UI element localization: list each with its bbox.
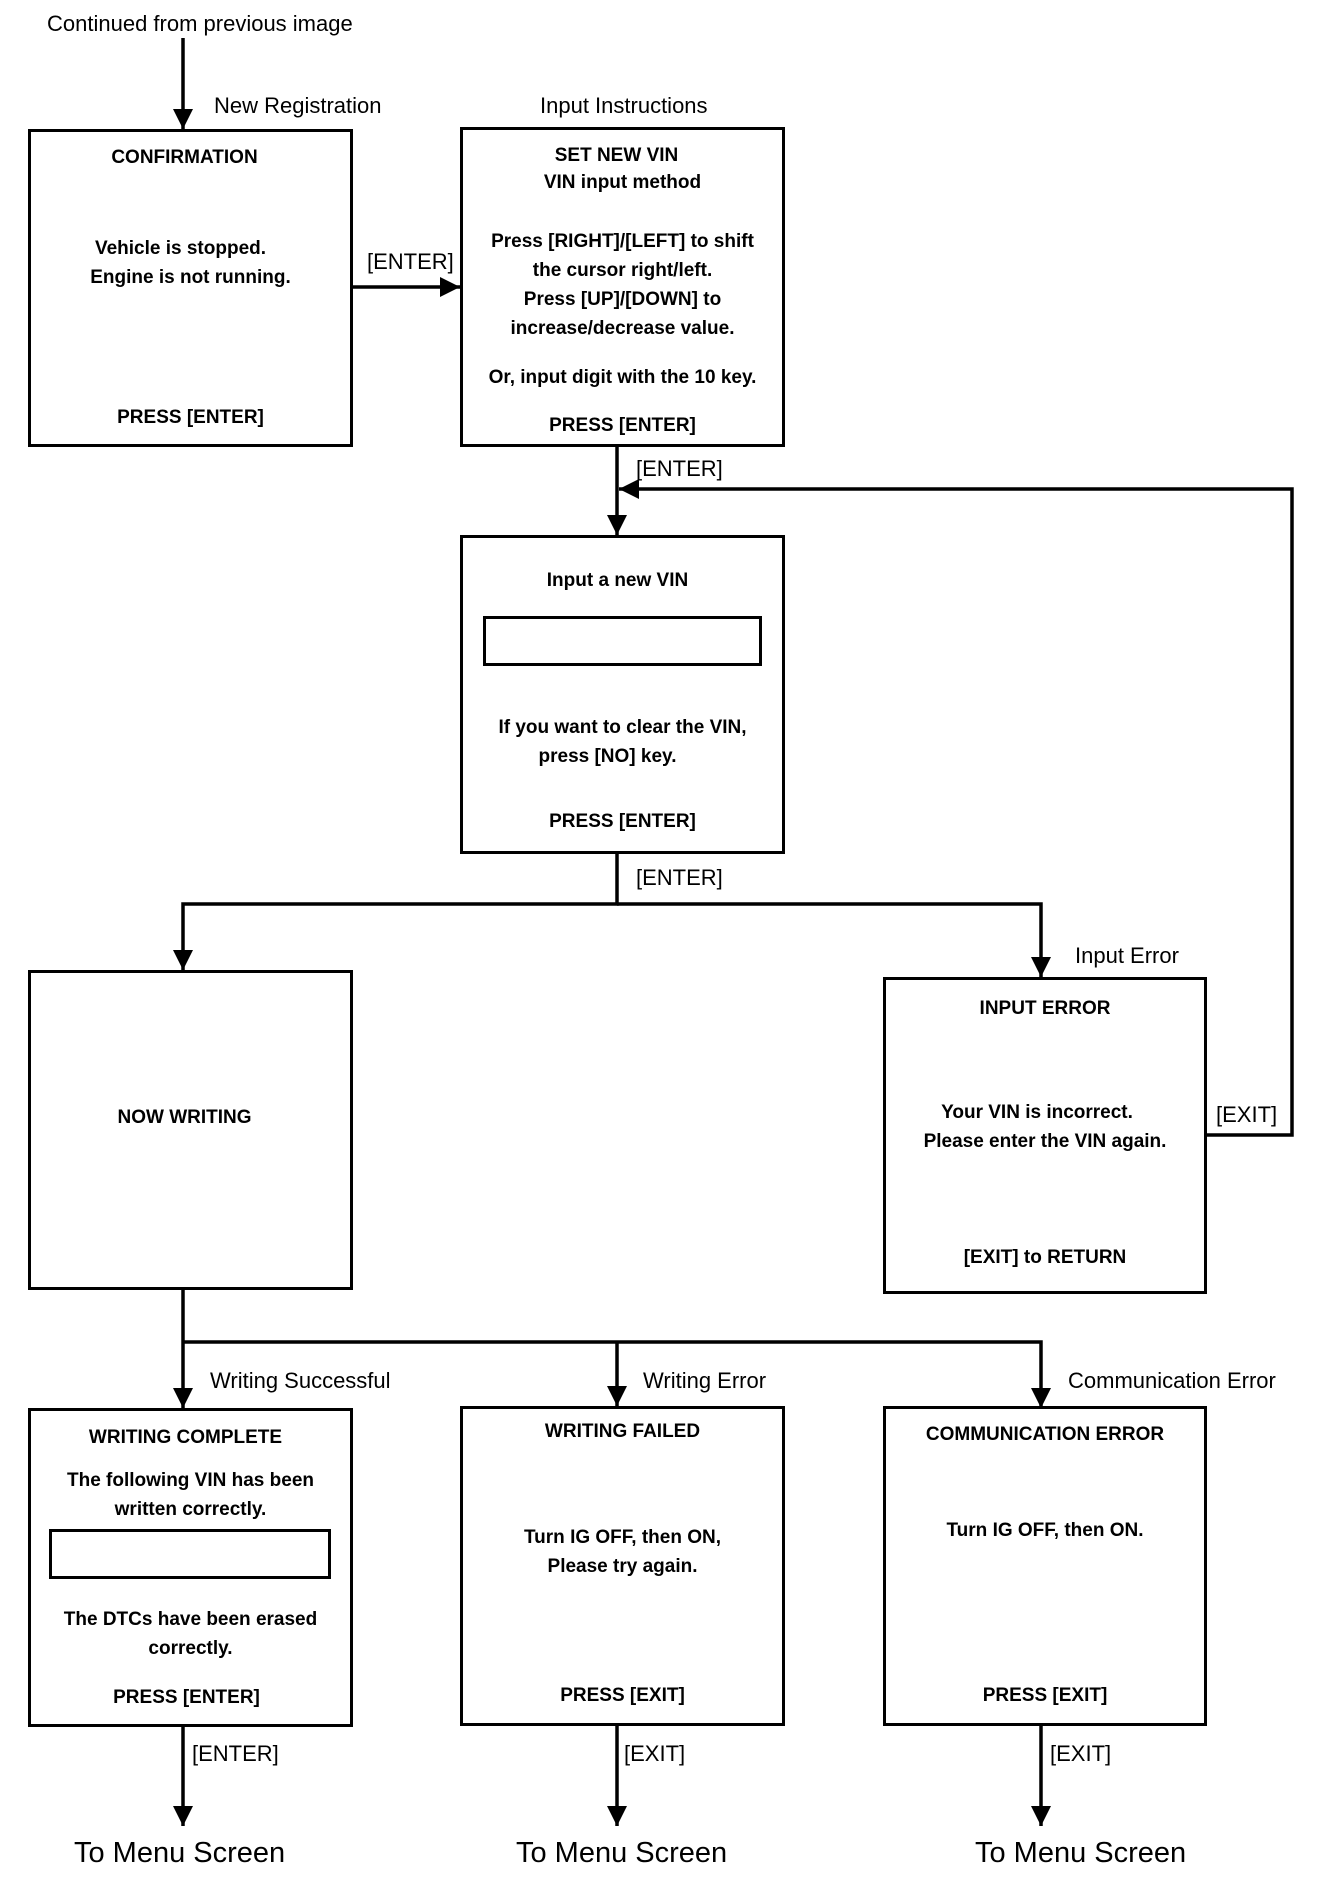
set-vin-prompt: PRESS [ENTER] [549,415,696,436]
continued-label: Continued from previous image [47,11,353,36]
flow-label-input-error: Input Error [1075,943,1179,968]
key-label-failed-exit: [EXIT] [624,1741,686,1766]
flow-label-writing-error: Writing Error [643,1368,767,1393]
communication-error-line-1: Turn IG OFF, then ON. [946,1520,1144,1541]
set-vin-subtitle: VIN input method [543,172,702,193]
input-vin-line-1: If you want to clear the VIN, [498,717,747,738]
key-label-complete-enter: [ENTER] [192,1741,279,1766]
input-error-prompt: [EXIT] to RETURN [963,1247,1127,1268]
loop-input-error-exit-to-input-vin [619,479,1294,1137]
communication-error-title: COMMUNICATION ERROR [925,1424,1165,1445]
branch-input-vin-split [173,852,619,970]
key-label-comm-exit: [EXIT] [1050,1741,1112,1766]
flow-label-communication-error: Communication Error [1068,1368,1276,1393]
screen-set-new-vin: SET NEW VIN VIN input method Press [RIGH… [460,127,785,447]
set-vin-line-3: Press [UP]/[DOWN] to [523,289,722,310]
writing-complete-line-1: The following VIN has been [66,1470,315,1491]
confirmation-line-2: Engine is not running. [90,267,291,288]
input-error-line-1: Your VIN is incorrect. [941,1102,1133,1123]
now-writing-title: NOW WRITING [117,1107,252,1128]
input-error-line-2: Please enter the VIN again. [923,1131,1167,1152]
writing-failed-prompt: PRESS [EXIT] [560,1685,685,1706]
arrow-to-communication-error [183,1340,1051,1408]
writing-complete-line-3: The DTCs have been erased [63,1609,318,1630]
key-label-error-exit: [EXIT] [1216,1102,1278,1127]
writing-failed-line-1: Turn IG OFF, then ON, [523,1527,722,1548]
written-vin-display [49,1529,331,1579]
screen-now-writing: NOW WRITING [28,970,353,1290]
destination-menu-screen-1: To Menu Screen [74,1837,286,1869]
screen-writing-failed: WRITING FAILED Turn IG OFF, then ON, Ple… [460,1406,785,1726]
screen-input-error: INPUT ERROR Your VIN is incorrect. Pleas… [883,977,1207,1294]
set-vin-title: SET NEW VIN [554,145,679,166]
writing-complete-line-4: correctly. [148,1638,233,1659]
flow-label-writing-successful: Writing Successful [210,1368,391,1393]
screen-input-new-vin: Input a new VIN If you want to clear the… [460,535,785,854]
set-vin-line-2: the cursor right/left. [532,260,713,281]
confirmation-prompt: PRESS [ENTER] [117,407,264,428]
input-vin-prompt: PRESS [ENTER] [549,811,696,832]
writing-complete-title: WRITING COMPLETE [88,1427,283,1448]
screen-confirmation: CONFIRMATION Vehicle is stopped. Engine … [28,129,353,447]
key-label-confirm-enter: [ENTER] [367,249,454,274]
set-vin-line-4: increase/decrease value. [510,318,735,339]
key-label-set-vin-enter: [ENTER] [636,456,723,481]
destination-menu-screen-2: To Menu Screen [516,1837,728,1869]
writing-failed-line-2: Please try again. [547,1556,698,1577]
flow-label-input-instructions: Input Instructions [540,93,708,118]
input-error-title: INPUT ERROR [979,998,1111,1019]
key-label-input-vin-enter: [ENTER] [636,865,723,890]
confirmation-line-1: Vehicle is stopped. [94,238,267,259]
destination-menu-screen-3: To Menu Screen [975,1837,1187,1869]
screen-communication-error: COMMUNICATION ERROR Turn IG OFF, then ON… [883,1406,1207,1726]
input-vin-line-2: press [NO] key. [538,746,677,767]
flow-label-new-registration: New Registration [214,93,382,118]
set-vin-line-1: Press [RIGHT]/[LEFT] to shift [491,231,754,252]
communication-error-prompt: PRESS [EXIT] [982,1685,1108,1706]
writing-complete-prompt: PRESS [ENTER] [113,1687,260,1708]
input-vin-title: Input a new VIN [546,570,689,591]
screen-writing-complete: WRITING COMPLETE The following VIN has b… [28,1408,353,1727]
writing-complete-line-2: written correctly. [114,1499,267,1520]
set-vin-line-5: Or, input digit with the 10 key. [488,367,757,388]
writing-failed-title: WRITING FAILED [544,1421,701,1442]
vin-input-field[interactable] [483,616,762,666]
confirmation-title: CONFIRMATION [111,147,258,168]
arrow-to-input-error [617,902,1051,977]
